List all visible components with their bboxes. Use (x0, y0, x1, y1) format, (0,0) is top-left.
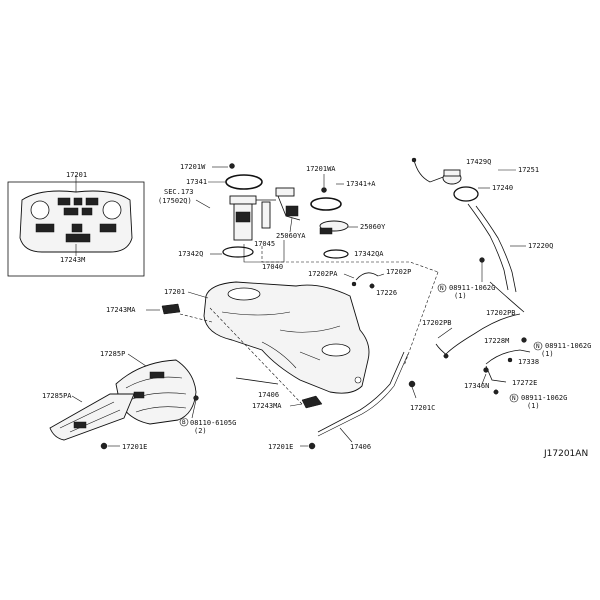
label-17202PB-1: 17202PB (486, 309, 516, 317)
label-08911-3: 08911-1062G (521, 394, 567, 402)
label-17228M: 17228M (484, 337, 509, 345)
gasket-17342Q (222, 246, 254, 258)
label-17201C: 17201C (410, 404, 435, 412)
label-08911-1-qty: (1) (454, 292, 467, 300)
label-17406-2: 17406 (350, 443, 371, 451)
gasket-17342QA (323, 249, 349, 259)
label-17342QA: 17342QA (354, 250, 384, 258)
pad-17243MA-1 (161, 303, 181, 315)
label-08911-2: 08911-1062G (545, 342, 591, 350)
label-08911-1: 08911-1062G (449, 284, 495, 292)
label-17201-inset: 17201 (66, 171, 87, 179)
label-17201: 17201 (164, 288, 185, 296)
label-08110-qty: (2) (194, 427, 207, 435)
pad-17243MA-2 (301, 395, 323, 409)
label-17429Q: 17429Q (466, 158, 491, 166)
label-17240: 17240 (492, 184, 513, 192)
label-17272E: 17272E (512, 379, 537, 387)
label-17226: 17226 (376, 289, 397, 297)
label-17202PA: 17202PA (308, 270, 338, 278)
lock-ring-17341A (310, 197, 342, 211)
filler-pipe-17220Q (467, 203, 525, 313)
label-17285PA: 17285PA (42, 392, 72, 400)
label-25060Y: 25060Y (360, 223, 386, 231)
label-08110: 08110-6105G (190, 419, 236, 427)
label-25060YA: 25060YA (276, 232, 306, 240)
strap-17406-1 (235, 377, 279, 385)
label-17045: 17045 (254, 240, 275, 248)
grommet-17240 (453, 186, 479, 202)
label-17346N: 17346N (464, 382, 489, 390)
label-17341A: 17341+A (346, 180, 376, 188)
label-circle-N-2: N (536, 343, 540, 350)
tube-17272E (485, 365, 507, 383)
label-17338: 17338 (518, 358, 539, 366)
label-17243MA-2: 17243MA (252, 402, 282, 410)
label-17201E-1: 17201E (122, 443, 147, 451)
bolt-17201E-2 (308, 442, 316, 450)
label-circle-N-1: N (440, 285, 444, 292)
label-17201WA: 17201WA (306, 165, 336, 173)
heat-shield-17285P (115, 359, 197, 425)
label-17406-1: 17406 (258, 391, 279, 399)
label-08911-3-qty: (1) (527, 402, 540, 410)
heat-shield-17285PA (49, 393, 135, 441)
tether-17429Q (413, 159, 447, 183)
inset-tank-topview (7, 175, 145, 277)
fuel-tank-17201 (203, 281, 370, 394)
label-17220Q: 17220Q (528, 242, 553, 250)
screw-17201W (229, 163, 235, 169)
bolt-17201C (408, 380, 416, 388)
label-sec173: SEC.173 (164, 188, 194, 196)
label-17342Q: 17342Q (178, 250, 203, 258)
label-17341: 17341 (186, 178, 207, 186)
bolt-17201E-1 (100, 442, 108, 450)
label-17202PB-2: 17202PB (422, 319, 452, 327)
label-17201E-2: 17201E (268, 443, 293, 451)
label-17243MA-1: 17243MA (106, 306, 136, 314)
label-08911-2-qty: (1) (541, 350, 554, 358)
label-17243M: 17243M (60, 256, 85, 264)
diagram-code: J17201AN (543, 449, 588, 459)
label-circle-B: B (182, 419, 186, 426)
label-17285P: 17285P (100, 350, 125, 358)
vent-hose-17228M (435, 313, 521, 359)
fuel-pump-module-17045 (229, 187, 301, 241)
label-17040: 17040 (262, 263, 283, 271)
filler-cap-17251 (442, 169, 462, 185)
label-sec173-sub: (17502Q) (158, 197, 192, 205)
label-circle-N-3: N (512, 395, 516, 402)
lock-ring-17341 (225, 174, 263, 190)
screw-17201WA (321, 187, 327, 193)
label-17202P: 17202P (386, 268, 411, 276)
label-17201W: 17201W (180, 163, 206, 171)
label-17251: 17251 (518, 166, 539, 174)
tube-17338 (485, 349, 531, 365)
strap-17406-2 (317, 351, 405, 433)
sender-unit-25060Y (319, 220, 349, 235)
